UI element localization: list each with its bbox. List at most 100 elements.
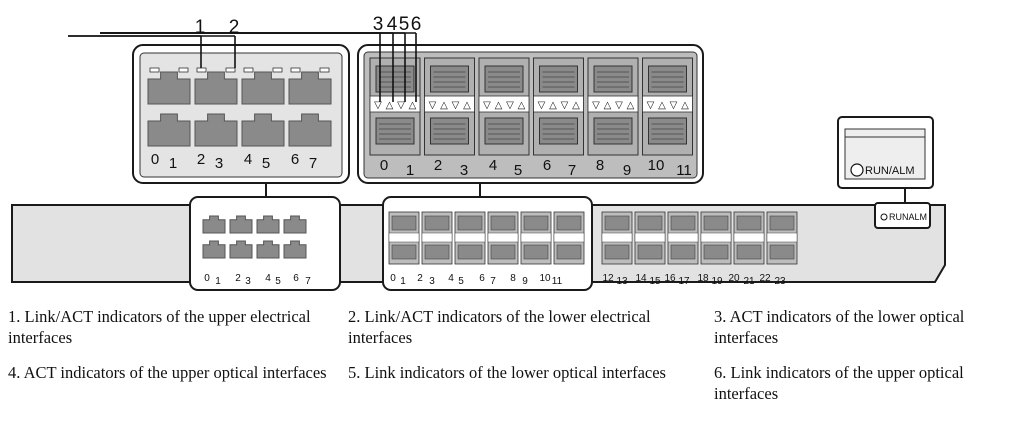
- link-act-led: [225, 67, 236, 73]
- small-electrical-port-number: 6: [293, 273, 299, 284]
- small-optical-port-number: 21: [743, 276, 755, 287]
- rj45-port-s-lower-1: [229, 240, 253, 259]
- small-optical-port-number: 11: [552, 276, 563, 287]
- sfp-slot-upper: [593, 65, 633, 93]
- sfp-slot-lower: [375, 117, 415, 145]
- small-optical-port-number: 20: [728, 273, 740, 284]
- optical-led-glyph: ▽: [483, 100, 491, 111]
- small-optical-port-number: 8: [510, 273, 516, 284]
- sfp-slot-lower: [648, 117, 687, 145]
- small-electrical-port-number: 7: [305, 276, 311, 287]
- rj45-port-s-upper-1: [229, 215, 253, 234]
- optical-port-number: 9: [623, 162, 631, 179]
- small-optical-port-number: 23: [774, 276, 786, 287]
- callout-6: 6: [411, 14, 422, 35]
- electrical-port-number: 5: [262, 155, 270, 172]
- link-act-led: [319, 67, 330, 73]
- small-electrical-port-number: 3: [245, 276, 251, 287]
- optical-led-glyph: ▽: [397, 100, 405, 111]
- small-optical-port-number: 22: [759, 273, 771, 284]
- sfp-slot-lower: [539, 117, 578, 145]
- optical-port-number: 3: [460, 162, 468, 179]
- run-alm-label-large: RUN/ALM: [865, 165, 915, 177]
- legend-item-2: 2. Link/ACT indicators of the lower elec…: [348, 307, 651, 347]
- electrical-port-number: 1: [169, 155, 177, 172]
- small-electrical-port-number: 2: [235, 273, 241, 284]
- optical-port-number: 0: [380, 157, 388, 174]
- small-optical-port-number: 15: [649, 276, 661, 287]
- small-optical-port-number: 7: [490, 276, 496, 287]
- rj45-port-s-lower-2: [256, 240, 280, 259]
- optical-led-band: [478, 95, 530, 113]
- optical-led-glyph: ▽: [452, 100, 460, 111]
- small-optical-port-number: 6: [479, 273, 485, 284]
- legend-item-1: 1. Link/ACT indicators of the upper elec…: [8, 307, 311, 347]
- link-act-led: [243, 67, 254, 73]
- optical-led-glyph: ▽: [538, 100, 546, 111]
- sfp-slot-upper: [539, 65, 578, 93]
- optical-port-number: 4: [489, 157, 497, 174]
- optical-port-number: 5: [514, 162, 522, 179]
- optical-led-glyph: △: [409, 100, 417, 111]
- small-optical-port-number: 19: [711, 276, 723, 287]
- run-alm-label-small: RUNALM: [889, 212, 927, 222]
- link-act-led: [272, 67, 283, 73]
- optical-led-glyph: △: [518, 100, 526, 111]
- small-optical-port-number: 17: [678, 276, 690, 287]
- rj45-port-lower-1: [194, 113, 238, 147]
- electrical-port-number: 0: [151, 151, 159, 168]
- optical-led-band: [587, 95, 639, 113]
- optical-led-glyph: ▽: [429, 100, 437, 111]
- legend: 1. Link/ACT indicators of the upper elec…: [8, 306, 1016, 442]
- optical-port-number: 1: [406, 162, 414, 179]
- optical-led-glyph: ▽: [374, 100, 382, 111]
- electrical-port-number: 7: [309, 155, 317, 172]
- optical-led-glyph: ▽: [647, 100, 655, 111]
- optical-port-number: 2: [434, 157, 442, 174]
- electrical-port-number: 4: [244, 151, 252, 168]
- optical-led-glyph: ▽: [506, 100, 514, 111]
- rj45-port-upper-3: [288, 71, 332, 105]
- small-optical-port-number: 5: [458, 276, 464, 287]
- sfp-slot-lower: [430, 117, 469, 145]
- optical-led-glyph: △: [386, 100, 394, 111]
- rj45-port-lower-3: [288, 113, 332, 147]
- small-optical-port-number: 9: [522, 276, 528, 287]
- indicator-panel-small: [874, 202, 931, 229]
- rj45-port-s-upper-2: [256, 215, 280, 234]
- optical-led-band: [642, 95, 693, 113]
- small-electrical-port-number: 5: [275, 276, 281, 287]
- rj45-port-lower-2: [241, 113, 285, 147]
- link-act-led: [178, 67, 189, 73]
- callout-5: 5: [399, 14, 410, 35]
- rj45-port-s-lower-0: [202, 240, 226, 259]
- small-optical-port-number: 2: [417, 273, 423, 284]
- optical-led-band: [424, 95, 475, 113]
- legend-item-3: 3. ACT indicators of the lower optical i…: [714, 307, 965, 347]
- rj45-port-upper-2: [241, 71, 285, 105]
- small-electrical-port-number: 0: [204, 273, 210, 284]
- optical-led-band: [369, 95, 421, 113]
- callout-1: 1: [195, 17, 206, 38]
- link-act-led: [196, 67, 207, 73]
- optical-port-number: 11: [676, 162, 692, 179]
- rj45-port-s-lower-3: [283, 240, 307, 259]
- optical-led-glyph: △: [440, 100, 448, 111]
- optical-led-glyph: △: [463, 100, 471, 111]
- optical-led-glyph: △: [604, 100, 612, 111]
- optical-port-number: 7: [568, 162, 576, 179]
- link-act-led: [149, 67, 160, 73]
- small-optical-port-number: 0: [390, 273, 396, 284]
- small-optical-port-number: 10: [539, 273, 551, 284]
- optical-led-band: [533, 95, 584, 113]
- callout-2: 2: [229, 17, 240, 38]
- rj45-port-upper-0: [147, 71, 191, 105]
- sfp-slot-upper: [484, 65, 524, 93]
- legend-item-4: 4. ACT indicators of the upper optical i…: [8, 363, 327, 382]
- sfp-slot-upper: [375, 65, 415, 93]
- optical-port-number: 6: [543, 157, 551, 174]
- optical-led-glyph: △: [627, 100, 635, 111]
- optical-led-glyph: ▽: [615, 100, 623, 111]
- optical-led-glyph: △: [572, 100, 580, 111]
- run-alm-led-small: [880, 213, 888, 221]
